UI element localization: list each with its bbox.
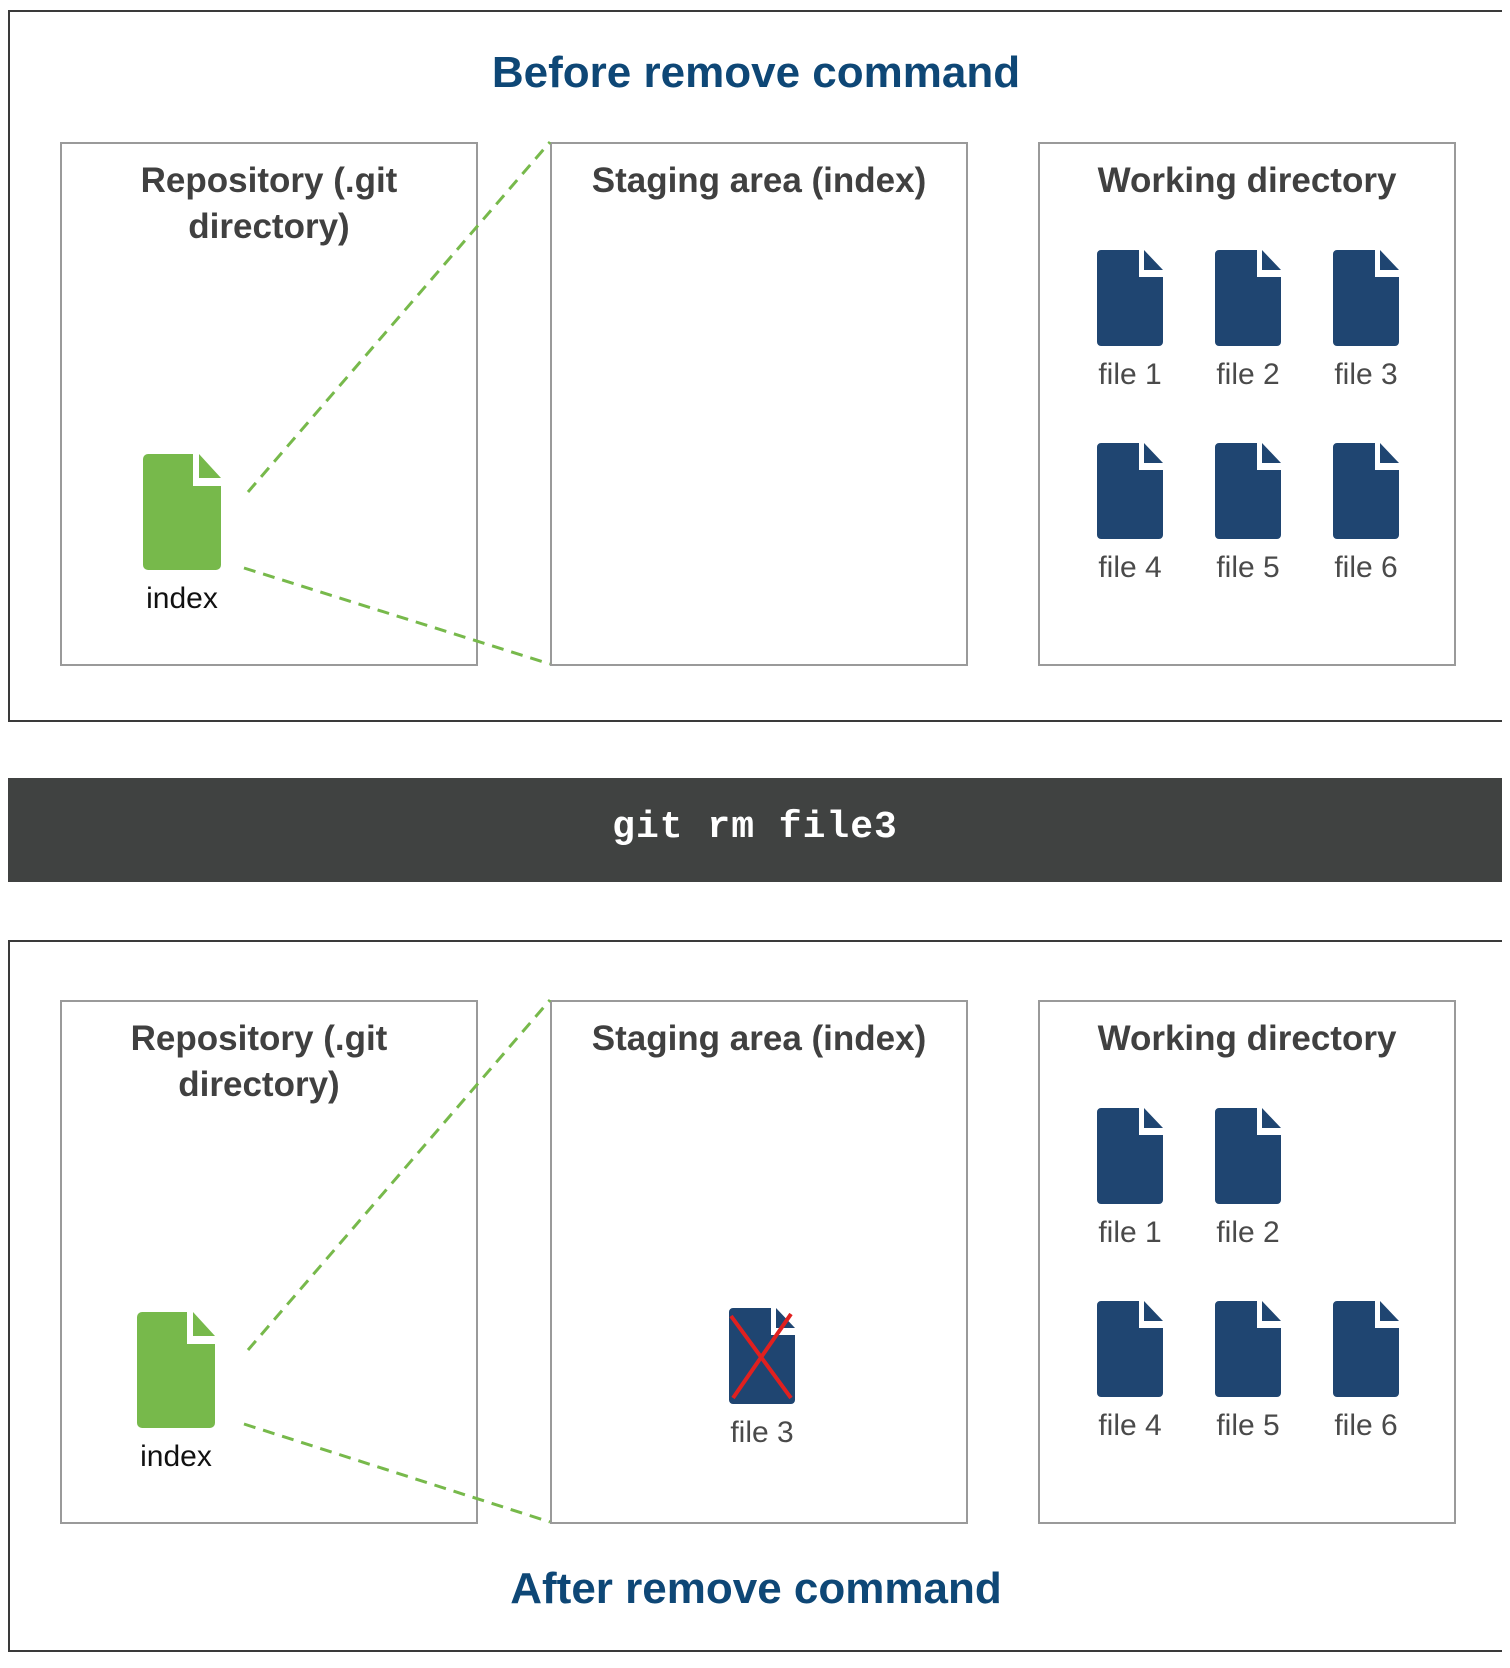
- document-icon: [1215, 1108, 1281, 1204]
- document-icon: [1097, 1301, 1163, 1397]
- document-icon: [1215, 443, 1281, 539]
- staging-box-after: Staging area (index) file 3: [550, 1000, 968, 1524]
- after-title: After remove command: [510, 1564, 1002, 1613]
- index-label: index: [146, 582, 218, 615]
- document-icon: [1097, 443, 1163, 539]
- document-icon: [1333, 250, 1399, 346]
- file-label: file 3: [1334, 358, 1398, 391]
- repository-box-after: Repository (.git directory) index: [60, 1000, 478, 1524]
- file-label: file 4: [1098, 1409, 1162, 1442]
- document-icon: [1333, 1301, 1399, 1397]
- working-file-4: file 4: [1070, 443, 1190, 585]
- repository-title: Repository (.git directory): [140, 161, 398, 246]
- cross-icon: [729, 1312, 793, 1400]
- file-label: file 1: [1098, 358, 1162, 391]
- before-title: Before remove command: [491, 48, 1021, 97]
- file-label: file 2: [1216, 358, 1280, 391]
- working-box-after: Working directory file 1 file 2 file 4 f…: [1038, 1000, 1456, 1524]
- file-label: file 6: [1334, 1409, 1398, 1442]
- document-icon: [143, 454, 221, 570]
- working-file-2: file 2: [1188, 250, 1308, 392]
- working-file-3: file 3: [1306, 250, 1426, 392]
- working-file-6: file 6: [1306, 443, 1426, 585]
- document-icon: [1333, 443, 1399, 539]
- document-icon: [729, 1308, 795, 1404]
- file-label: file 5: [1216, 1409, 1280, 1442]
- working-file-5: file 5: [1188, 443, 1308, 585]
- document-icon: [1097, 1108, 1163, 1204]
- document-icon: [137, 1312, 215, 1428]
- working-box-before: Working directory file 1 file 2 file 3 f…: [1038, 142, 1456, 666]
- file-label: file 3: [730, 1416, 794, 1449]
- document-icon: [1215, 1301, 1281, 1397]
- working-file-6: file 6: [1306, 1301, 1426, 1443]
- working-file-1: file 1: [1070, 250, 1190, 392]
- repository-title: Repository (.git directory): [130, 1019, 388, 1104]
- file-label: file 2: [1216, 1216, 1280, 1249]
- staging-box-before: Staging area (index): [550, 142, 968, 666]
- command-text: git rm file3: [612, 806, 898, 849]
- document-icon: [1215, 250, 1281, 346]
- file-label: file 4: [1098, 551, 1162, 584]
- staging-title: Staging area (index): [591, 161, 927, 200]
- working-title: Working directory: [1097, 1019, 1397, 1058]
- working-file-5: file 5: [1188, 1301, 1308, 1443]
- staging-file-removed: file 3: [702, 1308, 822, 1450]
- working-file-1: file 1: [1070, 1108, 1190, 1250]
- document-icon: [1097, 250, 1163, 346]
- index-label: index: [140, 1440, 212, 1473]
- working-file-4: file 4: [1070, 1301, 1190, 1443]
- file-label: file 5: [1216, 551, 1280, 584]
- index-file-before: index: [122, 454, 242, 616]
- staging-title: Staging area (index): [591, 1019, 927, 1058]
- command-bar: git rm file3: [8, 778, 1502, 882]
- index-file-after: index: [116, 1312, 236, 1474]
- working-file-2: file 2: [1188, 1108, 1308, 1250]
- file-label: file 1: [1098, 1216, 1162, 1249]
- file-label: file 6: [1334, 551, 1398, 584]
- working-title: Working directory: [1097, 161, 1397, 200]
- repository-box-before: Repository (.git directory) index: [60, 142, 478, 666]
